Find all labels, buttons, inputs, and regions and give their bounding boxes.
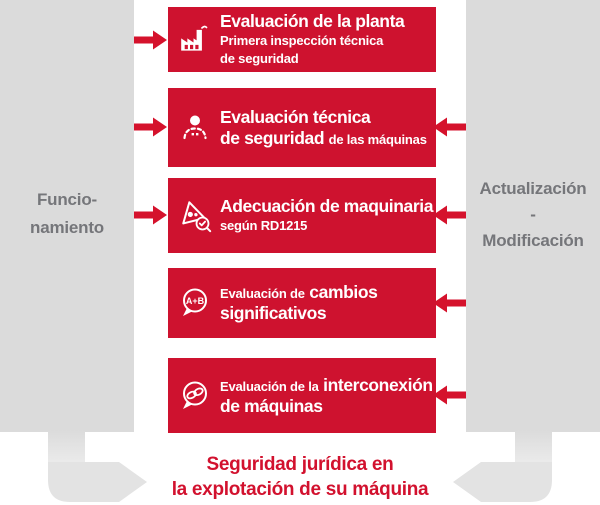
box-title: Evaluación de la planta bbox=[220, 11, 405, 31]
box-cambios-significativos: A+B Evaluación de cambios significativos bbox=[168, 268, 436, 338]
funcionamiento-panel: Funcio- namiento bbox=[0, 0, 134, 432]
box-evaluacion-tecnica: Evaluación técnica de seguridad de las m… bbox=[168, 88, 436, 167]
ab-comparison-bubble-icon: A+B bbox=[177, 285, 213, 321]
arrow-left-icon bbox=[432, 292, 466, 314]
box-adecuacion-maquinaria: Adecuación de maquinaria según RD1215 bbox=[168, 178, 436, 253]
box-interconexion-maquinas: Evaluación de la interconexión de máquin… bbox=[168, 358, 436, 433]
box-subtitle: según RD1215 bbox=[220, 218, 308, 233]
box-title: interconexión de máquinas bbox=[220, 374, 433, 416]
machinery-hazard-check-icon bbox=[177, 198, 213, 234]
arrow-right-icon bbox=[134, 29, 168, 51]
box-pretitle: Evaluación de la bbox=[220, 378, 319, 394]
box-title: Evaluación técnica de seguridad bbox=[220, 106, 371, 148]
box-subtitle: de las máquinas bbox=[328, 131, 427, 147]
arrow-left-icon bbox=[432, 204, 466, 226]
box-pretitle: Evaluación de bbox=[220, 286, 305, 301]
funcionamiento-label: Funcio- namiento bbox=[30, 190, 104, 237]
arrow-left-icon bbox=[432, 116, 466, 138]
box-title: Adecuación de maquinaria bbox=[220, 196, 434, 216]
box-subtitle: Primera inspección técnica de seguridad bbox=[220, 33, 384, 66]
box-title: cambios significativos bbox=[220, 282, 378, 323]
interconnection-bubble-icon bbox=[177, 378, 213, 414]
arrow-left-icon bbox=[432, 384, 466, 406]
technician-icon bbox=[177, 112, 213, 144]
ab-icon-label: A+B bbox=[186, 296, 205, 306]
actualizacion-modificacion-label: Actualización - Modificación bbox=[479, 179, 587, 250]
arrow-right-icon bbox=[134, 204, 168, 226]
ribbon-arrow-right-icon bbox=[40, 430, 160, 505]
ribbon-arrow-left-icon bbox=[440, 430, 560, 505]
factory-icon bbox=[177, 23, 213, 57]
arrow-right-icon bbox=[134, 116, 168, 138]
footer-claim: Seguridad jurídica en la explotación de … bbox=[171, 454, 429, 500]
box-evaluacion-planta: Evaluación de la planta Primera inspecci… bbox=[168, 7, 436, 72]
actualizacion-modificacion-panel: Actualización - Modificación bbox=[466, 0, 600, 432]
